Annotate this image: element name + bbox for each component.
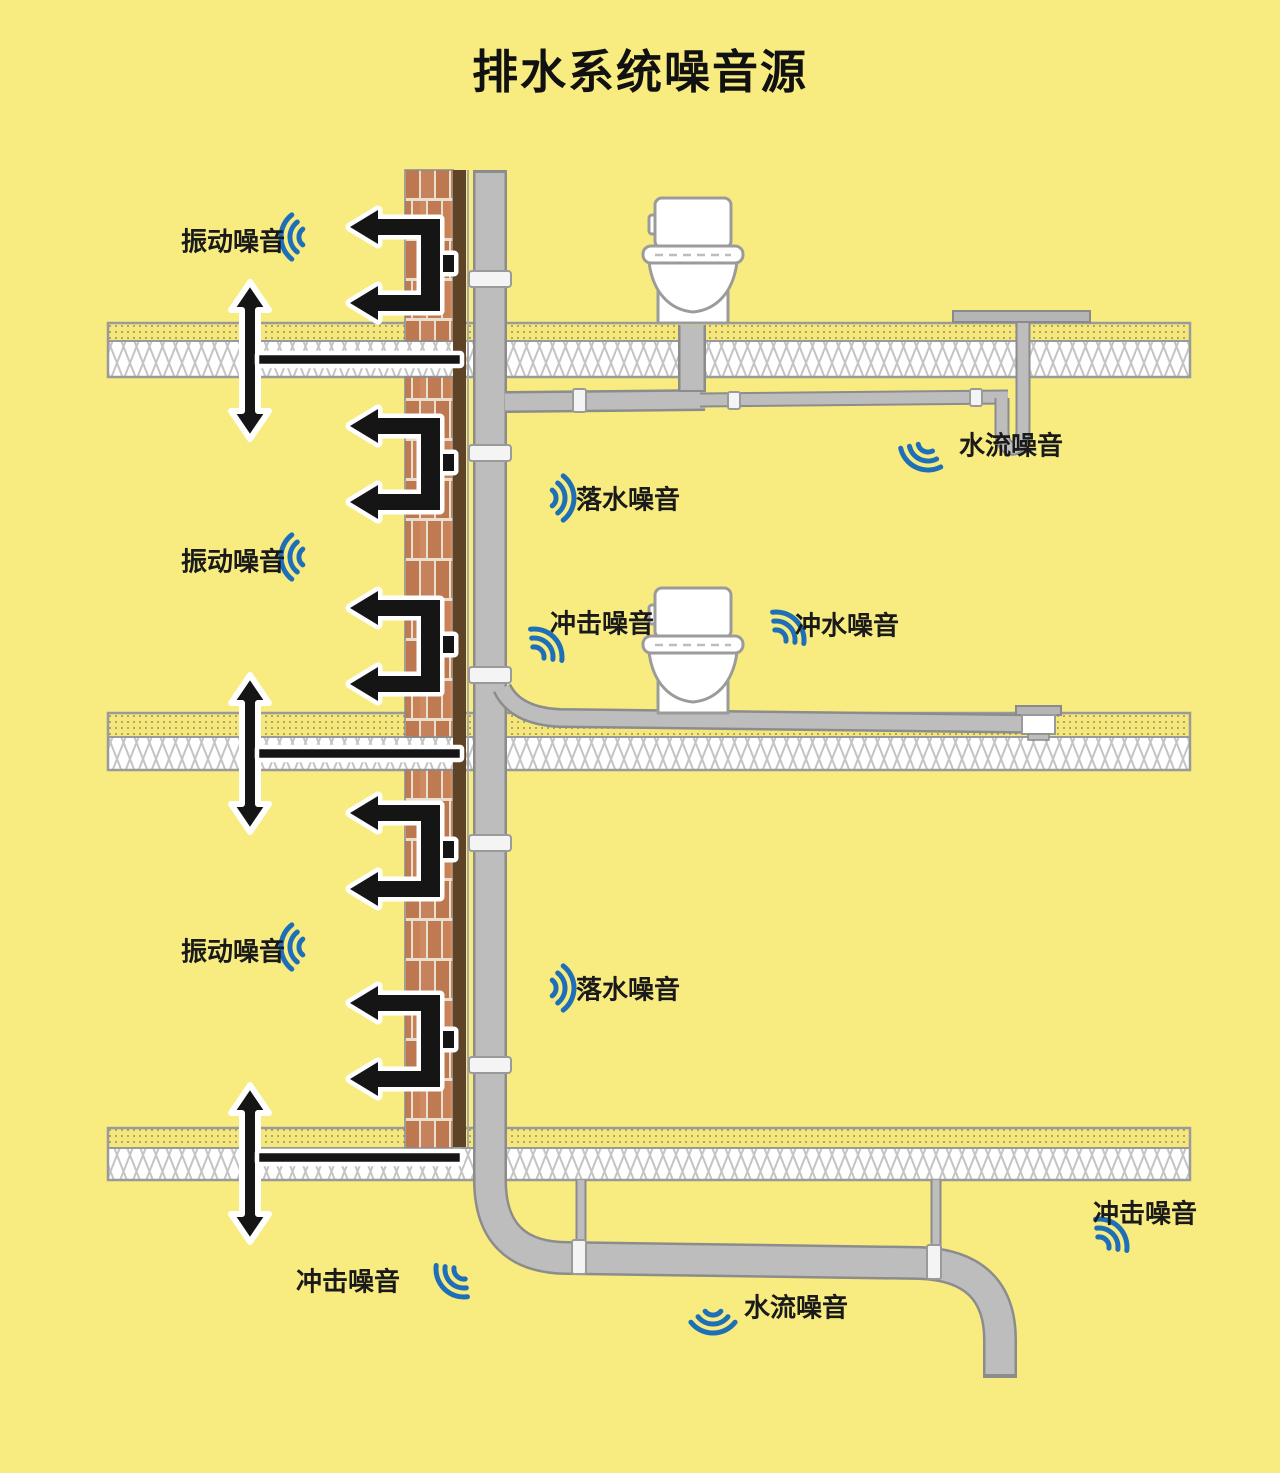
floor-transmission-bar-icon: [257, 1151, 462, 1164]
sink-trap-pipe: [994, 318, 1031, 456]
page-title: 排水系统噪音源: [472, 45, 808, 99]
wall-bracket-arrow-icon: [350, 591, 454, 701]
wall-bracket-arrow-icon: [350, 796, 454, 906]
label-falling-water-noise-upper: 落水噪音: [575, 485, 681, 516]
wall-bracket-arrow-icon: [350, 409, 454, 519]
toilet-floor2: [641, 586, 745, 715]
branch-pipe-floor2: [492, 683, 1051, 734]
wall-bracket-arrow-icon: [350, 210, 454, 320]
label-water-flow-noise-top: 水流噪音: [958, 431, 1064, 462]
sound-wave-icon: [429, 1258, 476, 1305]
label-water-flow-noise-bottom: 水流噪音: [743, 1293, 849, 1324]
sink-fixture-bar: [952, 310, 1091, 323]
floor-drain-floor2: [1015, 705, 1062, 741]
sound-wave-icon: [691, 1311, 735, 1333]
pipe-couplings: [468, 270, 983, 1280]
floor-transmission-bar-icon: [257, 353, 462, 366]
floor-transmission-bar-icon: [257, 747, 462, 760]
label-flush-noise: 冲水噪音: [794, 611, 900, 642]
sound-wave-icon: [896, 438, 945, 476]
wall-lining-strip: [453, 170, 466, 1147]
sound-wave-icon: [552, 476, 574, 520]
label-vibration-noise-top: 振动噪音: [180, 227, 286, 258]
toilet-floor1: [641, 196, 745, 325]
sound-wave-icon: [552, 966, 574, 1010]
label-impact-noise-bottom-right: 冲击噪音: [1092, 1199, 1198, 1230]
label-vibration-noise-bottom: 振动噪音: [180, 937, 286, 968]
drainage-pipes: [473, 170, 1091, 1378]
label-vibration-noise-middle: 振动噪音: [180, 547, 286, 578]
label-impact-noise-bottom-left: 冲击噪音: [295, 1267, 401, 1298]
wall-bracket-arrow-icon: [350, 986, 454, 1096]
label-impact-noise-middle: 冲击噪音: [549, 609, 655, 640]
branch-pipe-floor1: [504, 325, 1009, 413]
label-falling-water-noise-lower: 落水噪音: [575, 975, 681, 1006]
